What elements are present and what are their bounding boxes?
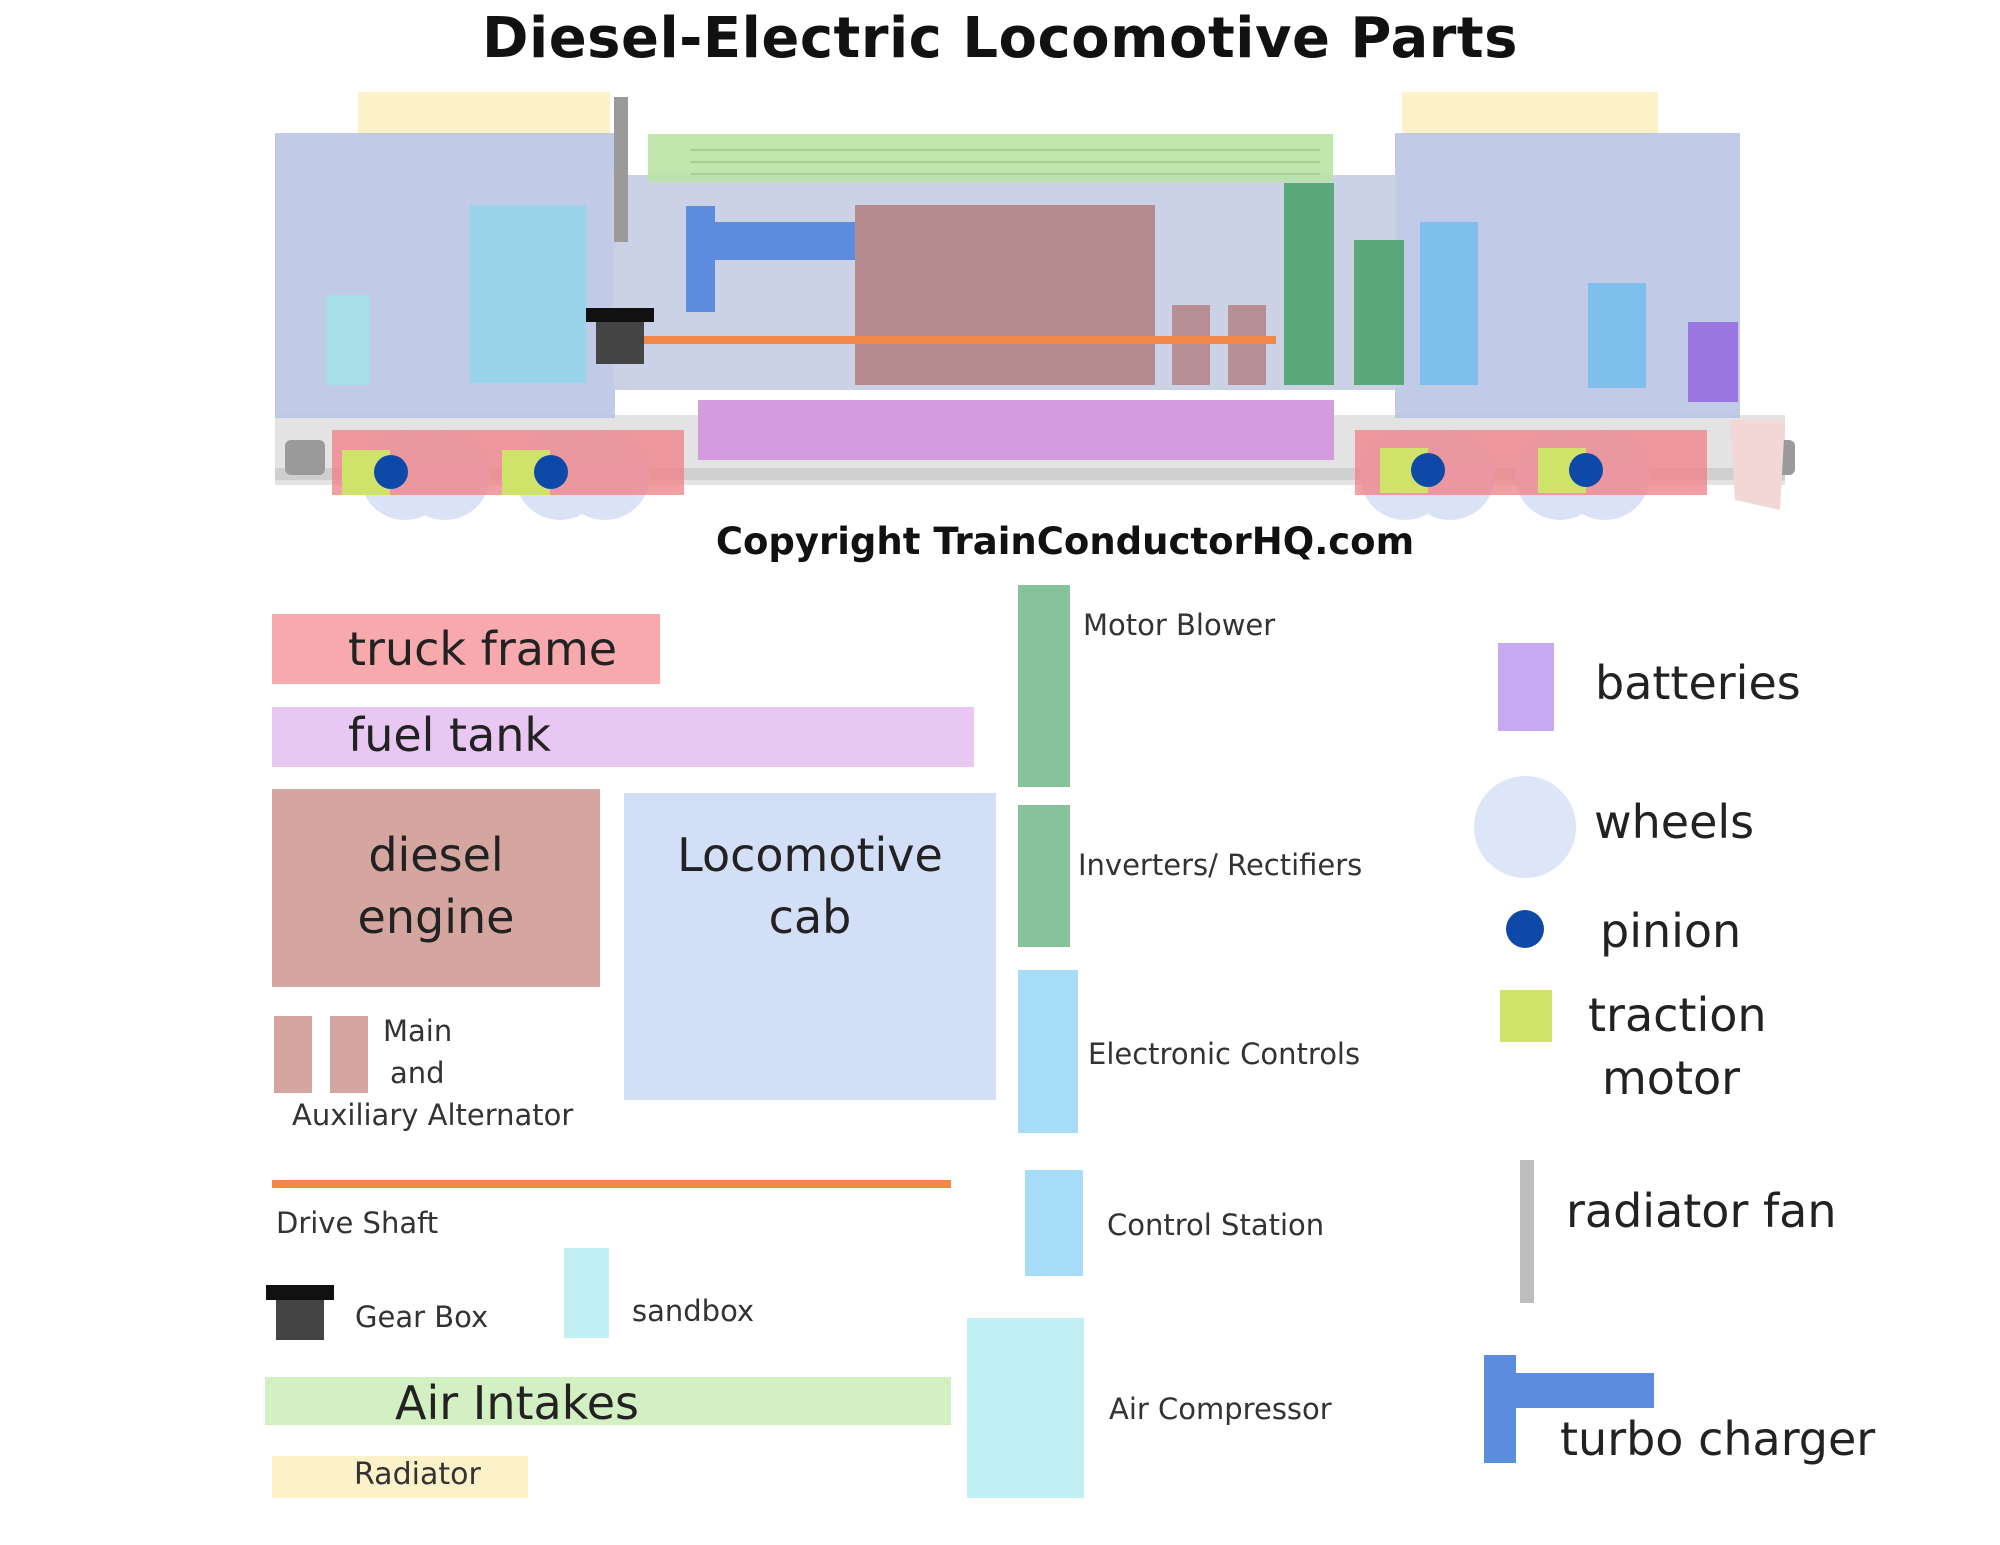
motor-blower-label: Motor Blower — [1083, 608, 1276, 642]
air-compressor-swatch — [967, 1318, 1084, 1498]
fuel-tank-swatch — [272, 707, 974, 767]
locomotive-cab-label-1: Locomotive — [677, 828, 943, 882]
radiator-fan-label: radiator fan — [1566, 1184, 1837, 1238]
alternator-label-3: Auxiliary Alternator — [292, 1098, 574, 1132]
truck-frame-label: truck frame — [348, 622, 618, 676]
traction-motor-label-2: motor — [1602, 1051, 1741, 1105]
radiator-fan-swatch — [1520, 1160, 1534, 1303]
control-station-label: Control Station — [1107, 1208, 1325, 1242]
air-compressor-front — [326, 295, 370, 385]
drive-shaft-swatch — [272, 1180, 951, 1188]
electronic-controls-swatch — [1018, 970, 1078, 1133]
main-alternator — [1172, 305, 1210, 385]
batteries-label: batteries — [1595, 656, 1801, 710]
diesel-engine-label-1: diesel — [368, 828, 504, 882]
traction-motor-label-1: traction — [1588, 988, 1767, 1042]
drive-shaft-label: Drive Shaft — [276, 1206, 439, 1240]
pinion-2 — [534, 455, 568, 489]
main-alternator-swatch — [274, 1016, 312, 1093]
locomotive-cab-label-2: cab — [768, 890, 852, 944]
air-compressor-label: Air Compressor — [1109, 1392, 1332, 1426]
rear-plow — [1730, 420, 1785, 510]
electronic-controls-label: Electronic Controls — [1088, 1037, 1361, 1071]
alternator-label-2: and — [390, 1056, 445, 1090]
wheels-swatch — [1474, 776, 1576, 878]
batteries-block — [1688, 322, 1738, 402]
locomotive-illustration — [275, 92, 1795, 520]
gear-box-body — [596, 322, 644, 364]
alternator-label-1: Main — [383, 1014, 453, 1048]
inverters-rectifiers-label: Inverters/ Rectifiers — [1078, 848, 1363, 882]
electronic-controls-rear — [1420, 222, 1478, 385]
gear-box-swatch — [276, 1300, 324, 1340]
sandbox-label: sandbox — [632, 1294, 755, 1328]
diesel-engine-block — [855, 205, 1155, 385]
aux-alternator-swatch — [330, 1016, 368, 1093]
fuel-tank-label: fuel tank — [348, 708, 552, 762]
pinion-1 — [374, 455, 408, 489]
pinion-3 — [1411, 453, 1445, 487]
inverters-rectifiers-swatch — [1018, 805, 1070, 947]
radiator-swatch — [272, 1456, 528, 1498]
batteries-swatch — [1498, 643, 1554, 731]
air-intake-grille — [690, 149, 1320, 175]
front-coupler — [285, 440, 325, 475]
motor-blower-swatch — [1018, 585, 1070, 787]
air-intakes-label: Air Intakes — [395, 1376, 639, 1430]
gear-box-top — [586, 308, 654, 322]
radiator-rear — [1402, 92, 1658, 134]
radiator-fan-pole — [614, 97, 628, 242]
electronic-controls-front — [470, 205, 586, 383]
truck-frame-swatch — [272, 614, 660, 684]
drive-shaft-bar — [640, 336, 1276, 344]
radiator-label: Radiator — [354, 1457, 481, 1492]
turbo-charger-label: turbo charger — [1560, 1412, 1876, 1466]
radiator-front — [358, 92, 610, 134]
motor-blower-1 — [1284, 183, 1334, 385]
control-station-swatch — [1025, 1170, 1083, 1276]
fuel-tank-block — [698, 400, 1334, 460]
motor-blower-2 — [1354, 240, 1404, 385]
air-intakes-swatch — [265, 1377, 951, 1425]
page-title: Diesel-Electric Locomotive Parts — [482, 6, 1518, 71]
locomotive-cab-swatch — [624, 793, 996, 1100]
pinion-label: pinion — [1600, 904, 1742, 958]
copyright-text: Copyright TrainConductorHQ.com — [715, 520, 1415, 563]
sandbox-swatch — [564, 1248, 609, 1338]
traction-motor-swatch — [1500, 990, 1552, 1042]
wheels-label: wheels — [1594, 795, 1755, 849]
turbo-charger-shape — [686, 206, 855, 312]
diesel-engine-swatch — [272, 789, 600, 987]
diesel-engine-label-2: engine — [357, 890, 515, 944]
turbo-charger-swatch — [1484, 1355, 1654, 1463]
pinion-4 — [1569, 453, 1603, 487]
pinion-swatch — [1506, 910, 1544, 948]
aux-alternator — [1228, 305, 1266, 385]
control-station-rear — [1588, 283, 1646, 388]
gear-box-label: Gear Box — [355, 1300, 489, 1334]
gear-box-swatch-top — [266, 1285, 334, 1300]
